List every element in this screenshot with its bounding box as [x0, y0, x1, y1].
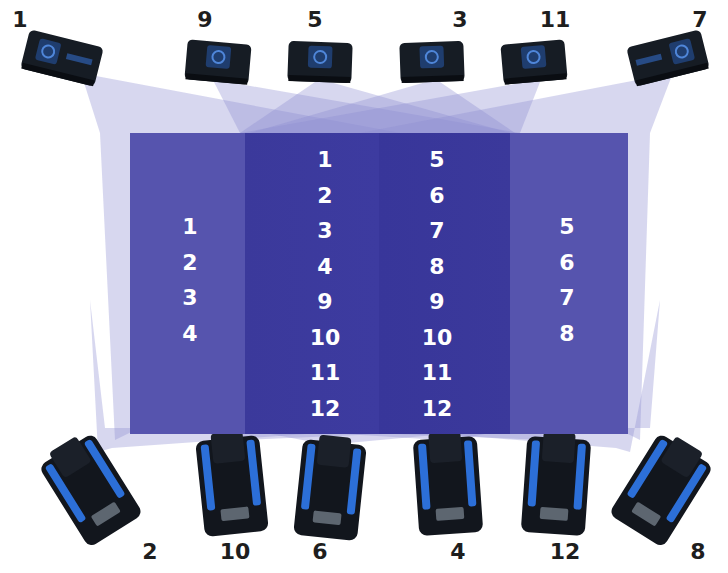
projector-number: 9 — [197, 7, 212, 33]
projector-number: 4 — [450, 539, 465, 565]
projector-number: 2 — [142, 539, 157, 565]
projector-number: 3 — [452, 7, 467, 33]
bottom-projectors — [35, 428, 717, 548]
top-projectors — [20, 29, 709, 86]
projector-number: 1 — [12, 7, 27, 33]
projector-top — [626, 29, 709, 86]
projector-bottom — [521, 430, 592, 536]
projector-bottom — [293, 433, 367, 541]
projector-top — [287, 41, 352, 83]
projector-number: 7 — [692, 7, 707, 33]
channel-column: 1 2 3 4 9 10 11 12 — [308, 142, 342, 426]
projector-number: 5 — [307, 7, 322, 33]
projector-bottom — [412, 430, 483, 536]
projector-top — [184, 39, 251, 84]
projector-top — [20, 29, 103, 86]
channel-column: 5 6 7 8 — [550, 209, 584, 351]
projection-beams — [80, 70, 674, 452]
projector-number: 10 — [220, 539, 251, 565]
projector-bottom — [195, 429, 269, 537]
projector-number: 6 — [312, 539, 327, 565]
projection-screen: 1 2 3 4 1 2 3 4 9 10 11 12 5 6 7 8 9 10 11… — [130, 133, 628, 434]
projector-top — [399, 41, 464, 83]
projector-number: 8 — [690, 539, 705, 565]
projector-number: 12 — [550, 539, 581, 565]
projector-bottom — [35, 428, 143, 548]
projector-top — [500, 39, 567, 84]
projector-number: 11 — [540, 7, 571, 33]
projector-bottom — [608, 428, 716, 548]
channel-column: 5 6 7 8 9 10 11 12 — [420, 142, 454, 426]
channel-column: 1 2 3 4 — [173, 209, 207, 351]
